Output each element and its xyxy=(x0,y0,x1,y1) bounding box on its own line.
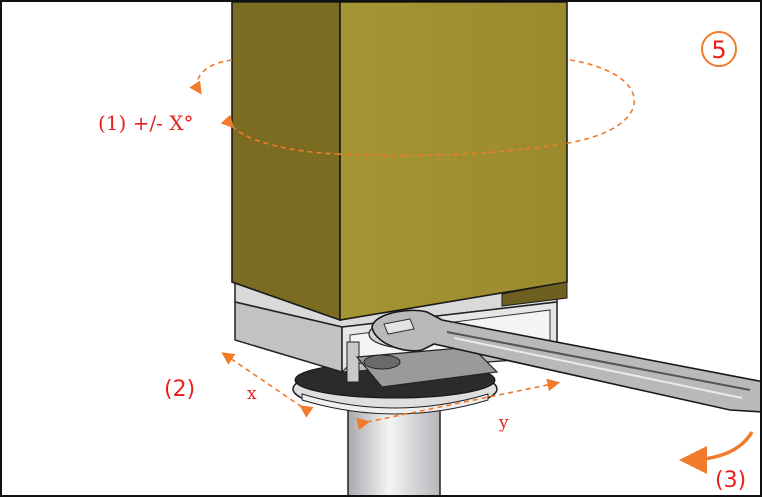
square-post xyxy=(231,2,568,322)
rotation-label: (1) +/- X° xyxy=(98,111,194,135)
shift-label: (2) xyxy=(164,377,195,402)
step-badge: 5 xyxy=(701,31,737,67)
wrench-turn-arrow xyxy=(679,431,754,474)
y-axis-label: y xyxy=(498,413,509,433)
step-badge-number: 5 xyxy=(711,36,726,64)
rotation-arrow xyxy=(189,59,636,157)
wrench-turn-label: (3) xyxy=(715,468,746,493)
x-shift-arrow xyxy=(221,352,314,418)
x-axis-label: x xyxy=(247,384,257,404)
ground-pipe xyxy=(347,406,441,495)
wrench xyxy=(371,309,760,413)
